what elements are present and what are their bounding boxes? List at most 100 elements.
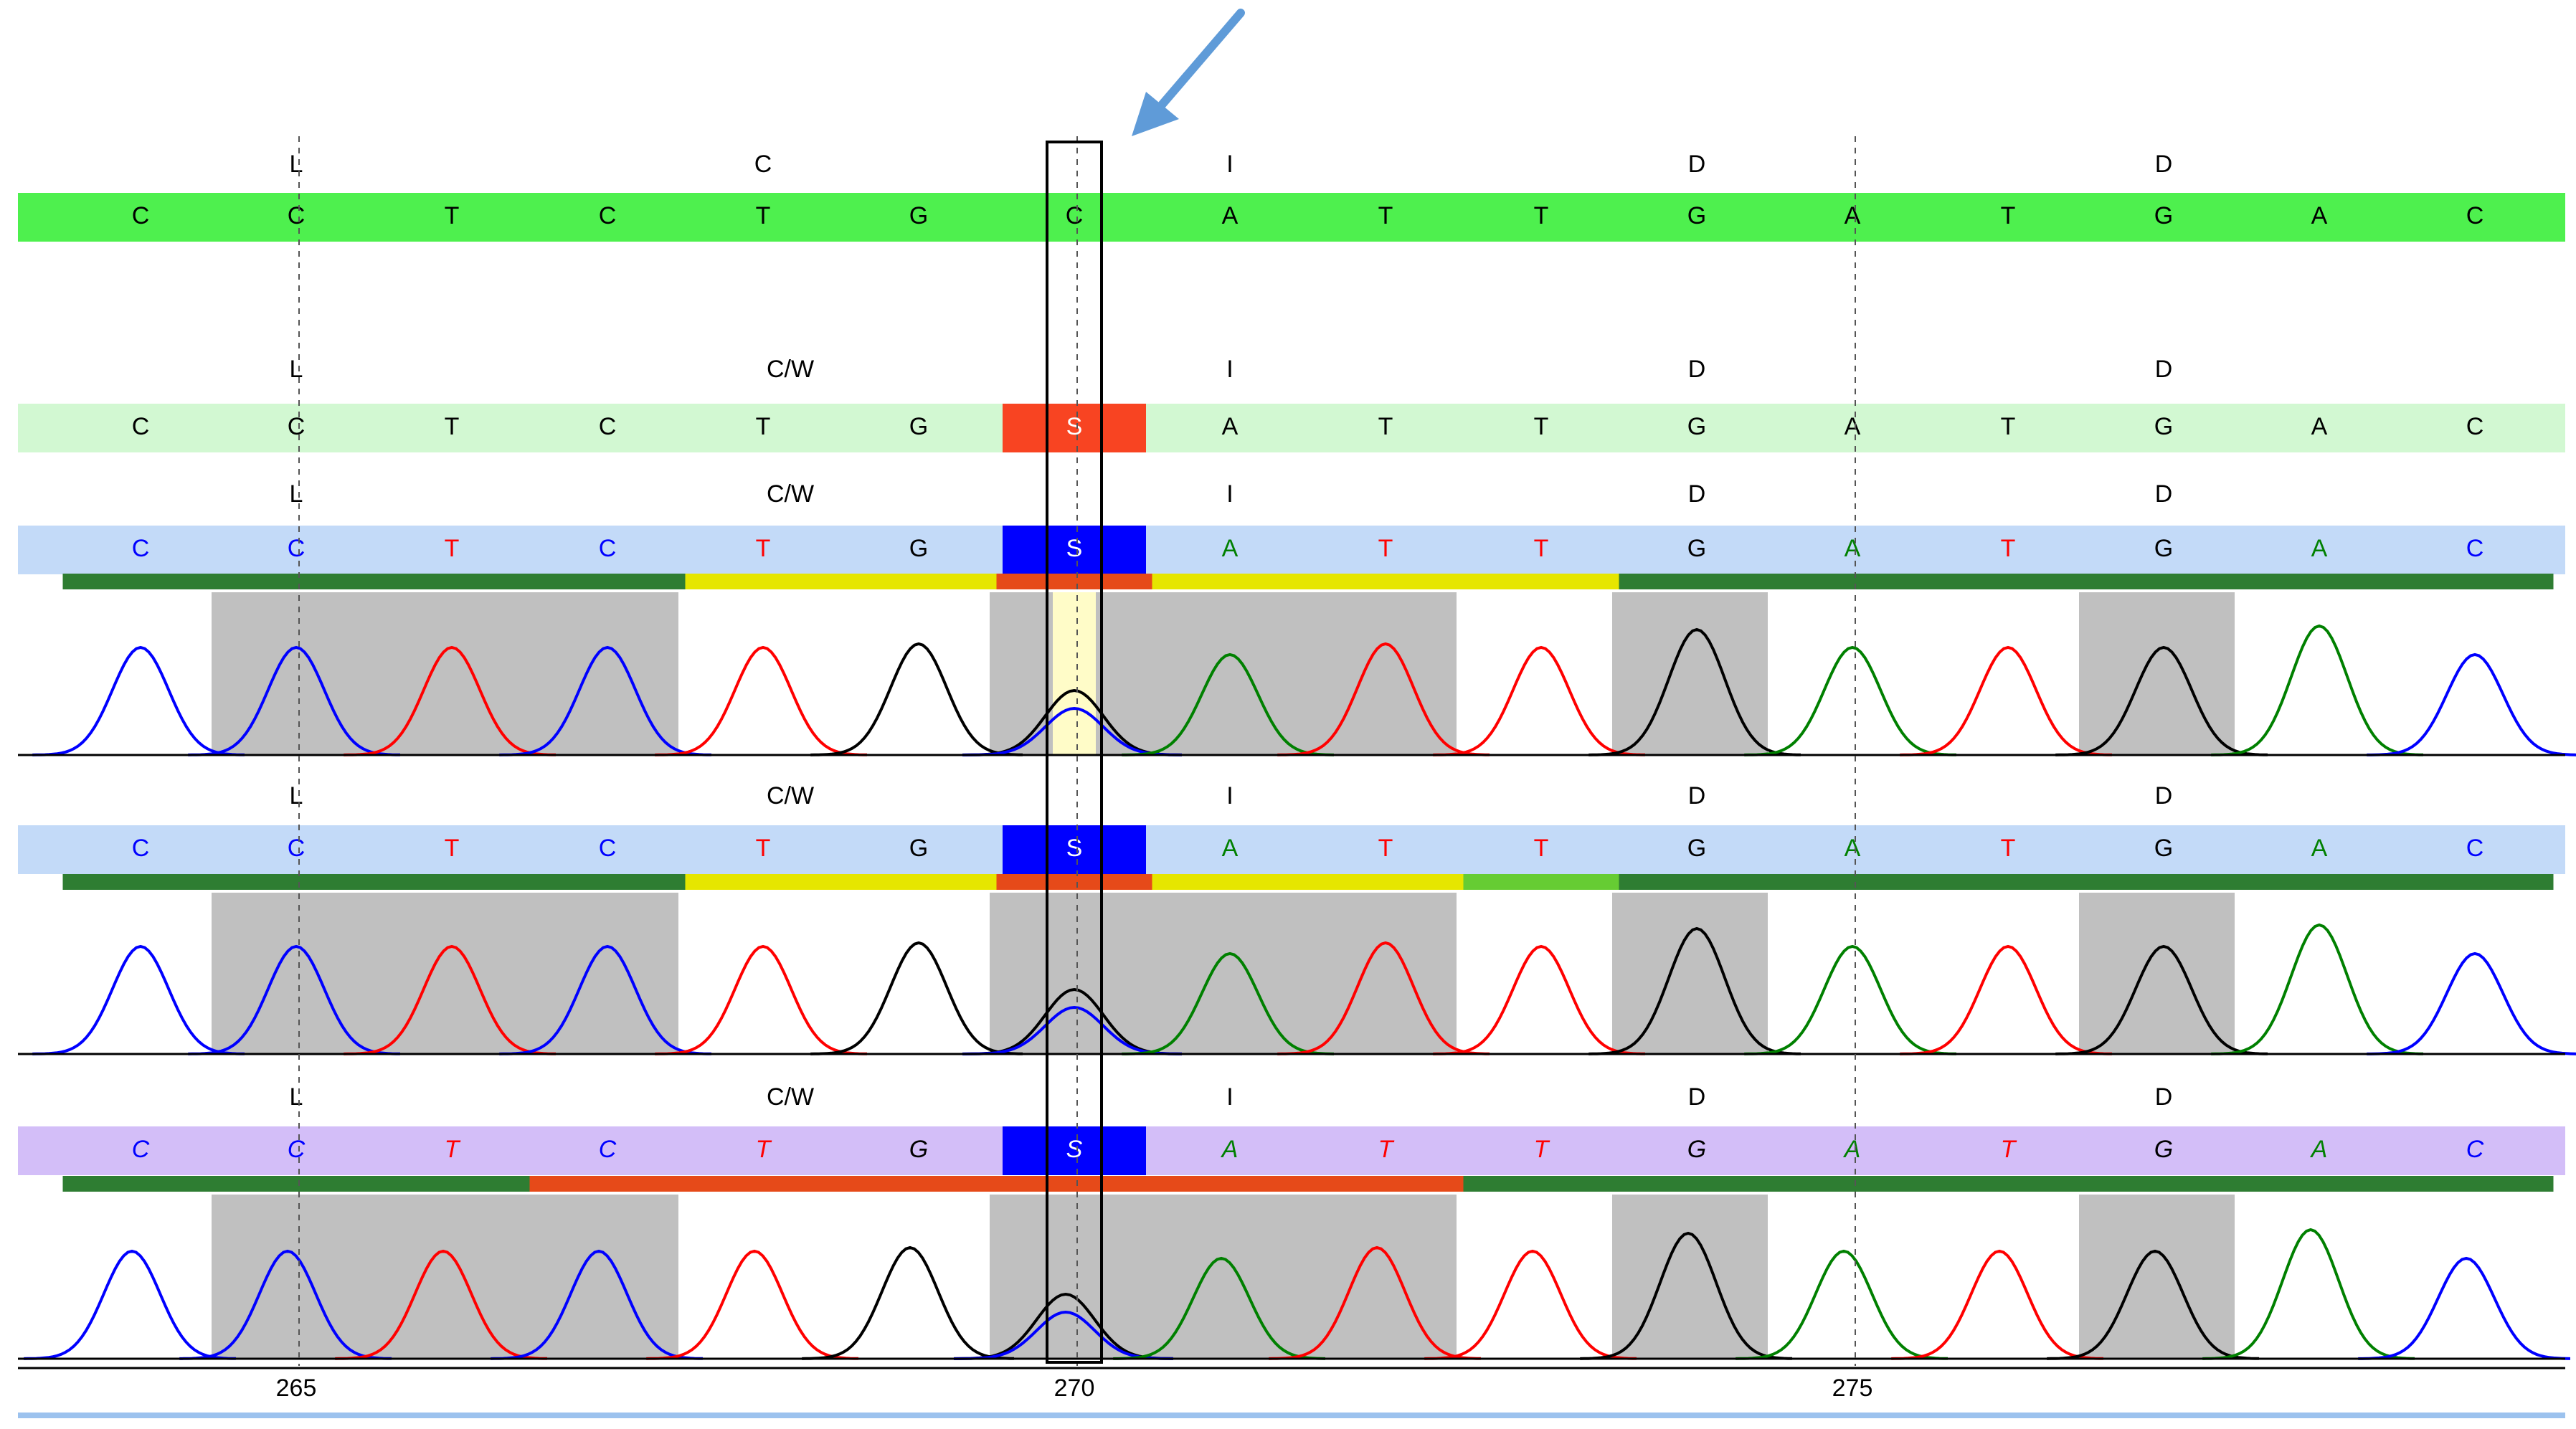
consensus-base: G [1687,413,1706,440]
reference-base: A [2311,202,2328,229]
reference-bar[interactable] [18,193,2565,242]
read-1-amino-acid: C/W [767,480,814,508]
read-3-peak-shade [1145,1195,1301,1359]
read-3-quality-segment [2397,1176,2554,1192]
read-3-quality-segment [1930,1176,2087,1192]
read-3-peak-shade [2079,1195,2235,1359]
read-2-bar[interactable] [18,825,2565,874]
read-2-amino-acid: C/W [767,782,814,810]
read-3-amino-acid: C/W [767,1083,814,1111]
read-1-base: C [288,535,306,562]
reference-base: T [1378,202,1393,229]
read-2-ambiguous-cell[interactable] [1003,825,1146,874]
reference-amino-acid: I [1226,151,1233,178]
read-1-base: C [599,535,617,562]
read-1-base: A [1222,535,1239,562]
read-2-quality-segment [1307,874,1464,890]
read-3-quality-segment [1774,1176,1931,1192]
read-3-base: C [132,1136,150,1163]
trace-peak-C [188,944,401,1055]
consensus-base: G [2154,413,2173,440]
reference-amino-acid: D [2155,151,2173,178]
read-3-bar[interactable] [18,1126,2565,1175]
reference-amino-acid: D [1688,151,1706,178]
trace-peak-A [1744,645,1957,756]
read-2-base: G [909,835,928,862]
read-2-base: C [2466,835,2484,862]
reference-base: T [445,202,460,229]
consensus-base: C [132,413,150,440]
trace-peak-G [1580,1231,1793,1360]
read-3-peak-shade [523,1195,678,1359]
consensus-base: T [756,413,771,440]
read-2-base: G [1687,835,1706,862]
read-2-base: T [1378,835,1393,862]
trace-peak-A [2211,923,2424,1055]
read-3-quality-segment [840,1176,998,1192]
read-1-ambiguous-cell[interactable] [1003,526,1146,574]
read-1-bar[interactable] [18,526,2565,574]
consensus-base: C [599,413,617,440]
consensus-amino-acid: I [1226,356,1233,383]
reference-base: T [2001,202,2016,229]
read-1-quality-segment [685,574,842,589]
trace-peak-C [24,1249,237,1360]
consensus-bar[interactable] [18,404,2565,452]
read-3-quality-segment [996,1176,1153,1192]
reference-amino-acid: L [290,151,303,178]
reference-base: C [288,202,306,229]
read-2-base: G [2154,835,2173,862]
trace-peak-T [646,1249,859,1360]
read-3-quality-segment [1463,1176,1620,1192]
read-2-peak-shade [990,893,1145,1054]
read-3-base: G [2154,1136,2173,1163]
ruler-position-label: 265 [276,1375,317,1402]
trace-peak-C [2358,1256,2571,1360]
consensus-base: T [1378,413,1393,440]
trace-peak-T [1277,642,1490,756]
trace-peak-T [335,1249,548,1360]
read-3-ambiguous-cell[interactable] [1003,1126,1146,1175]
consensus-base: C [2466,413,2484,440]
read-1-amino-acid: L [290,480,303,508]
consensus-base: T [1534,413,1549,440]
reference-base: G [909,202,928,229]
read-2-quality-segment [62,874,219,890]
reference-base: A [1845,202,1861,229]
trace-peak-T [1424,1249,1637,1360]
ruler-position-label: 275 [1832,1375,1873,1402]
read-2-base: C [599,835,617,862]
consensus-amino-acid: C/W [767,356,814,383]
reference-base: C [1066,202,1084,229]
read-2-base: A [1222,835,1239,862]
read-1-base: T [756,535,771,562]
trace-peak-T [1891,1249,2104,1360]
read-1-quality-segment [1774,574,1931,589]
read-2-base: T [2001,835,2016,862]
read-1-quality-segment [218,574,375,589]
read-3-quality-segment [2241,1176,2398,1192]
trace-peak-C [499,645,712,756]
consensus-ambiguous-cell[interactable] [1003,404,1146,452]
trace-peak-A [2211,624,2424,756]
reference-base: G [2154,202,2173,229]
read-1-quality-segment [1619,574,1776,589]
read-3-quality-segment [218,1176,375,1192]
consensus-amino-acid: D [2155,356,2173,383]
trace-peak-C [179,1249,392,1360]
read-1-base: A [1845,535,1861,562]
read-3-base: C [288,1136,306,1163]
read-1-amino-acid: D [2155,480,2173,508]
read-2-amino-acid: I [1226,782,1233,810]
read-2-quality-segment [1619,874,1776,890]
read-1-base: C [132,535,150,562]
selected-column-box[interactable] [1046,141,1103,1364]
read-1-base: A [2311,535,2328,562]
read-3-base: A [1221,1136,1239,1163]
read-3-amino-acid: D [2155,1083,2173,1111]
trace-peak-T [655,645,868,756]
bottom-scrollbar[interactable] [18,1413,2565,1418]
consensus-base: G [909,413,928,440]
